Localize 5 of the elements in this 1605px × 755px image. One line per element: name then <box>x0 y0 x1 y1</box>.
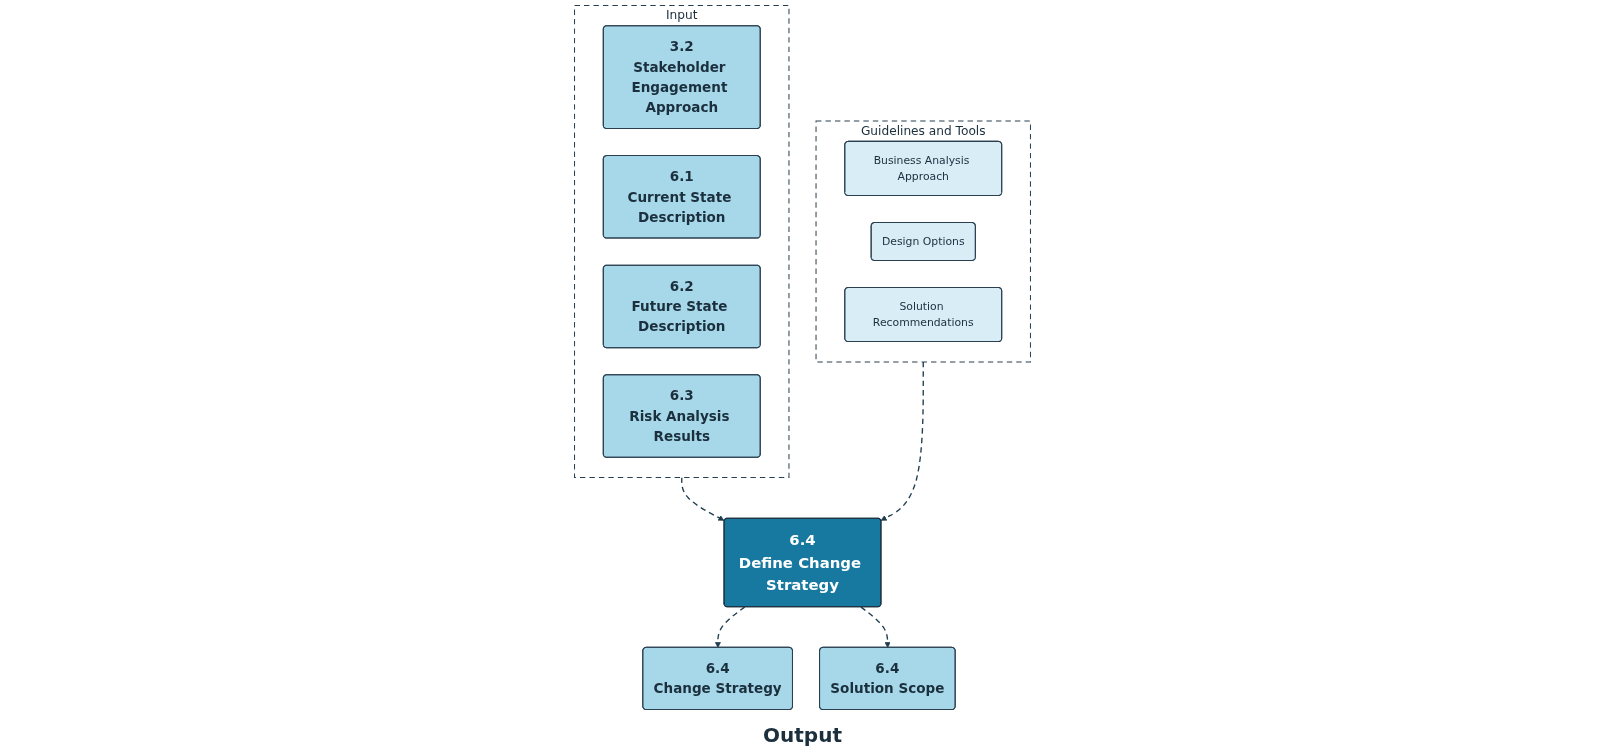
arrow <box>681 476 725 521</box>
output-label: Output <box>763 723 842 747</box>
arrow <box>860 606 891 648</box>
arrow <box>714 606 746 648</box>
arrow <box>880 361 924 521</box>
